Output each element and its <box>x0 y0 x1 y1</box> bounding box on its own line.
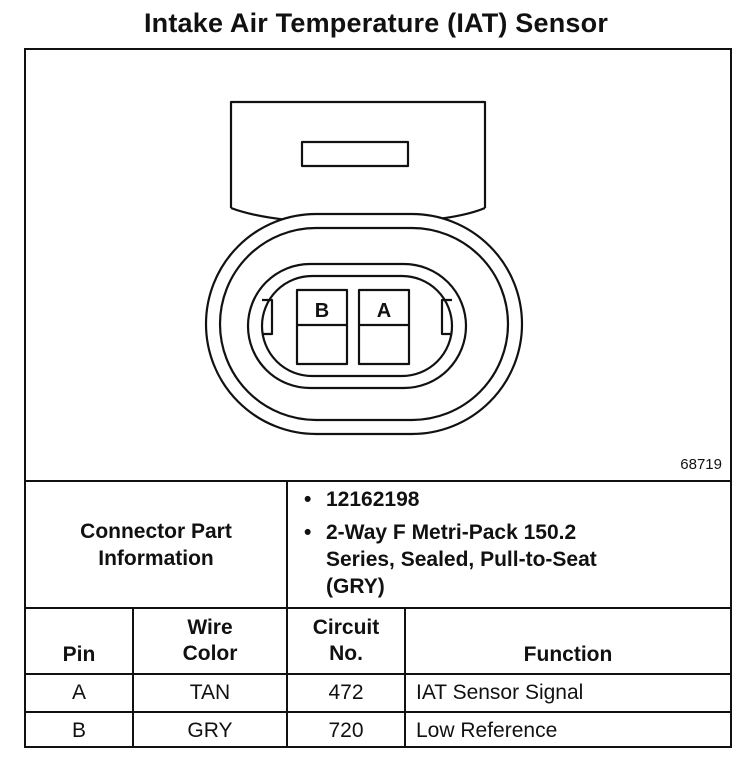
row-b-circuit-no: 720 <box>328 718 364 742</box>
row-b-pin: B <box>71 718 86 742</box>
header-function: Function <box>523 643 613 666</box>
row-separator <box>24 711 732 713</box>
terminal-b <box>295 288 349 366</box>
figure-number: 68719 <box>680 456 722 473</box>
diagram-frame <box>24 48 732 748</box>
header-circuit-no: Circuit No. <box>312 616 380 665</box>
connector-info-list: 12162198 2-Way F Metri-Pack 150.2 Series,… <box>300 486 600 600</box>
row-b-function: Low Reference <box>416 718 558 742</box>
connector-info-label: Connector Part Information <box>80 519 232 570</box>
connector-latch-housing <box>229 100 487 208</box>
header-bottom-border <box>24 673 732 675</box>
connector-inner-cavity <box>246 262 468 390</box>
row-a-circuit-no: 472 <box>328 681 364 704</box>
connector-info-items: 12162198 2-Way F Metri-Pack 150.2 Series,… <box>300 486 600 600</box>
connector-info-item: 2-Way F Metri-Pack 150.2 Series, Sealed,… <box>300 519 600 600</box>
connector-inner-cavity-edge <box>260 274 454 378</box>
table-top-border <box>24 480 732 482</box>
row-a-function: IAT Sensor Signal <box>416 681 584 704</box>
latch-slot <box>300 140 410 168</box>
pin-label-a: A <box>377 300 391 322</box>
info-bottom-border <box>24 607 732 609</box>
header-pin: Pin <box>62 643 96 666</box>
connector-info-item: 12162198 <box>300 486 600 513</box>
terminal-a <box>357 288 411 366</box>
connector-drawing: B A <box>204 100 524 436</box>
header-wire-color: Wire Color <box>182 616 238 665</box>
connector-left-key <box>262 298 274 336</box>
row-a-pin: A <box>71 681 86 704</box>
pin-col-divider <box>132 607 134 748</box>
pin-label-b: B <box>315 300 329 322</box>
row-b-wire-color: GRY <box>187 718 233 742</box>
page-title: Intake Air Temperature (IAT) Sensor <box>143 8 609 38</box>
row-a-wire-color: TAN <box>189 681 231 704</box>
info-divider <box>286 480 288 748</box>
connector-seal-ring <box>218 226 510 422</box>
function-col-divider <box>404 607 406 748</box>
connector-right-key <box>440 298 452 336</box>
